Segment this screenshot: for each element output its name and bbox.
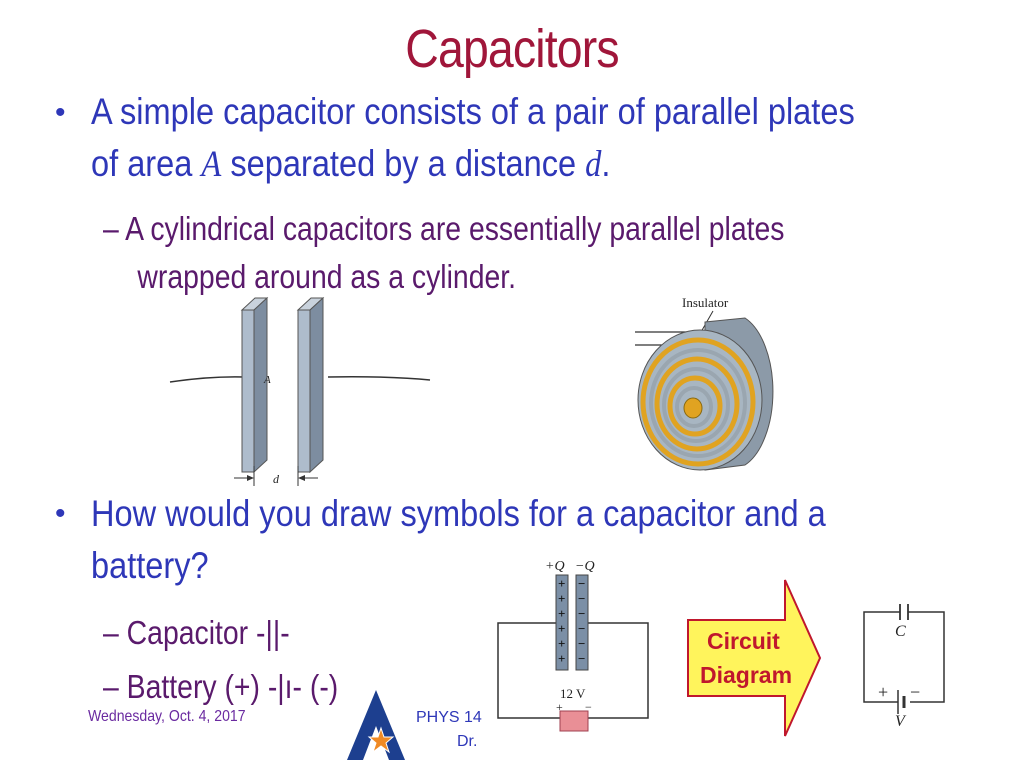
svg-text:−: − bbox=[578, 651, 585, 666]
capacitor-symbol-label: C bbox=[895, 623, 906, 640]
sub-dash: – bbox=[103, 210, 126, 247]
insulator-label: Insulator bbox=[682, 295, 729, 310]
bullet-1: A simple capacitor consists of a pair of… bbox=[91, 86, 855, 191]
battery-minus-label: − bbox=[910, 682, 920, 702]
sub-bullet-2: – Capacitor -||- – Battery (+) -|ı- (-) bbox=[103, 614, 339, 705]
bullet-2-line-2: battery? bbox=[91, 545, 209, 586]
svg-text:−: − bbox=[578, 636, 585, 651]
battery-voltage-label: 12 V bbox=[560, 686, 586, 701]
bullet-1-line-1: A simple capacitor consists of a pair of… bbox=[91, 91, 855, 132]
battery-symbol-text: Battery (+) -|ı- (-) bbox=[126, 668, 339, 705]
battery-plus-label: + bbox=[878, 682, 888, 702]
arrow-label-line-1: Circuit bbox=[707, 628, 780, 654]
battery-symbol-label: V bbox=[895, 713, 907, 730]
bullet-2-line-1: How would you draw symbols for a capacit… bbox=[91, 493, 826, 534]
svg-text:+: + bbox=[558, 576, 565, 591]
bullet-2: How would you draw symbols for a capacit… bbox=[91, 488, 826, 592]
arrow-label-line-2: Diagram bbox=[700, 662, 792, 688]
area-variable: A bbox=[201, 144, 222, 185]
circuit-diagram-arrow: Circuit Diagram bbox=[687, 579, 822, 737]
bullet-dot: • bbox=[55, 497, 66, 530]
battery-block bbox=[559, 710, 589, 732]
svg-text:+: + bbox=[558, 651, 565, 666]
sub-bullet-1: – A cylindrical capacitors are essential… bbox=[103, 205, 784, 301]
schematic-circuit-figure: C + − V bbox=[863, 604, 945, 730]
footer-date: Wednesday, Oct. 4, 2017 bbox=[88, 708, 246, 725]
svg-text:−: − bbox=[578, 606, 585, 621]
svg-text:−: − bbox=[578, 576, 585, 591]
svg-text:+: + bbox=[558, 636, 565, 651]
svg-text:−: − bbox=[578, 591, 585, 606]
svg-text:−: − bbox=[585, 700, 592, 714]
svg-text:+: + bbox=[558, 606, 565, 621]
plate-distance-label: d bbox=[273, 472, 280, 486]
bullet-1-line-2: of area A separated by a distance d. bbox=[91, 143, 611, 185]
slide-title: Capacitors bbox=[405, 19, 619, 79]
negative-charge-label: −Q bbox=[575, 559, 595, 574]
distance-variable: d bbox=[585, 144, 602, 185]
bullet-dot: • bbox=[55, 96, 66, 129]
positive-charge-label: +Q bbox=[545, 559, 565, 574]
svg-text:+: + bbox=[558, 591, 565, 606]
svg-text:+: + bbox=[558, 621, 565, 636]
footer-course: PHYS 14 bbox=[416, 709, 482, 726]
plate-area-label: A bbox=[263, 374, 271, 386]
university-logo-icon bbox=[347, 690, 405, 760]
sub-bullet-1-line-2: wrapped around as a cylinder. bbox=[137, 258, 517, 295]
capacitor-symbol-text: Capacitor -||- bbox=[126, 614, 290, 651]
cylindrical-capacitor-figure: Insulator bbox=[635, 295, 774, 471]
svg-text:+: + bbox=[556, 700, 563, 714]
capacitor-circuit-figure: +Q −Q +++ +++ −−− −−− 12 V + − bbox=[497, 559, 649, 732]
parallel-plate-figure: A d bbox=[169, 296, 431, 486]
sub-bullet-1-line-1: A cylindrical capacitors are essentially… bbox=[125, 210, 785, 247]
svg-text:−: − bbox=[578, 621, 585, 636]
footer-instructor: Dr. bbox=[457, 733, 478, 750]
